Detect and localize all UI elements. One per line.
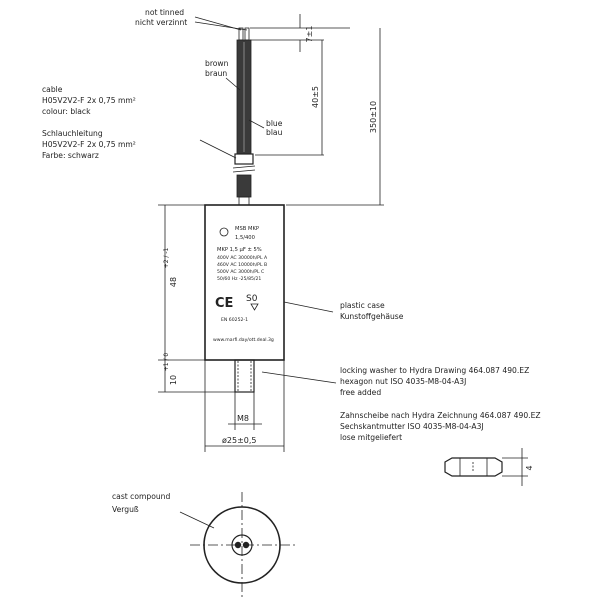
vde-mark-icon — [250, 303, 259, 311]
print-line-6: 500V AC 3000h/PL C — [217, 269, 264, 275]
s0-mark-icon: S0 — [246, 294, 258, 304]
print-line-7: 50/60 Hz -25/85/21 — [217, 276, 261, 282]
print-line-3: MKP 1,5 µF ± 5% — [217, 247, 262, 253]
dim-10: 10 — [169, 375, 178, 385]
dim-48-tol: +2 / -1 — [163, 247, 170, 268]
brand-logo-icon — [219, 227, 229, 237]
label-nicht-verzinnt: nicht verzinnt — [135, 18, 187, 27]
label-schlauchleitung: Schlauchleitung — [42, 129, 103, 138]
cable-sleeve — [234, 153, 254, 165]
m8-stud — [234, 359, 255, 393]
ce-mark-icon: CE — [215, 296, 233, 311]
dim-nut-4: 4 — [525, 465, 534, 470]
label-brown: brown — [205, 59, 229, 68]
dim-10-tol: +1 / 0 — [163, 353, 170, 372]
dim-7: 7±1 — [305, 26, 314, 43]
callout-case: plastic case Kunstoffgehäuse — [283, 301, 404, 321]
cable-entry-circle — [231, 534, 253, 556]
label-cast-compound: cast compound — [112, 492, 170, 501]
label-blue: blue — [266, 119, 283, 128]
label-plastic-case: plastic case — [340, 301, 385, 310]
wire-end-2 — [242, 541, 250, 549]
label-washer-de-3: lose mitgeliefert — [340, 433, 402, 442]
callout-wires: not tinned nicht verzinnt brown braun bl… — [42, 8, 283, 160]
cable-lower — [236, 174, 252, 198]
dim-dia25: ø25±0,5 — [222, 436, 257, 445]
print-line-4: 400V AC 30000h/PL A — [217, 255, 268, 261]
hex-nut-side-view: 4 — [444, 448, 534, 486]
label-washer-de-2: Sechskantmutter ISO 4035-M8-04-A3J — [340, 422, 484, 431]
break-line-2 — [232, 169, 256, 173]
top-view-outer-circle — [203, 506, 281, 584]
callout-washer: locking washer to Hydra Drawing 464.087 … — [261, 366, 541, 442]
label-farbe: Farbe: schwarz — [42, 151, 99, 160]
label-verguss: Verguß — [112, 505, 139, 514]
label-blau: blau — [266, 128, 283, 137]
print-line-9: www.marfi.day/ott.deal.3g — [213, 337, 274, 343]
label-cable-spec: H05V2V2-F 2x 0,75 mm² — [42, 96, 136, 105]
label-braun: braun — [205, 69, 227, 78]
top-view: cast compound Verguß — [112, 492, 296, 600]
dimensions-left: 48 +2 / -1 10 +1 / 0 — [158, 204, 235, 393]
label-kunststoff: Kunstoffgehäuse — [340, 312, 404, 321]
label-washer-2: hexagon nut ISO 4035-M8-04-A3J — [340, 377, 466, 386]
dim-350: 350±10 — [369, 101, 378, 133]
dim-40: 40±5 — [311, 86, 320, 108]
label-colour: colour: black — [42, 107, 91, 116]
print-line-5: 460V AC 10000h/PL B — [217, 262, 267, 268]
print-line-8: EN 60252-1 — [221, 317, 248, 323]
print-line-1: MSB MKP — [235, 226, 259, 232]
wire-end-1 — [234, 541, 242, 549]
label-washer-de-1: Zahnscheibe nach Hydra Zeichnung 464.087… — [340, 411, 541, 420]
break-line-1 — [232, 165, 256, 169]
cable-gland — [238, 196, 250, 206]
stud-thread — [234, 359, 255, 393]
dim-m8: M8 — [237, 414, 249, 423]
label-cable: cable — [42, 85, 63, 94]
label-washer-3: free added — [340, 388, 381, 397]
label-washer-1: locking washer to Hydra Drawing 464.087 … — [340, 366, 529, 375]
dim-48: 48 — [169, 277, 178, 287]
cable-assembly — [232, 27, 256, 206]
label-schlauch-spec: H05V2V2-F 2x 0,75 mm² — [42, 140, 136, 149]
dimensions-right: 7±1 40±5 350±10 — [250, 14, 384, 206]
label-not-tinned: not tinned — [145, 8, 184, 17]
print-line-2: 1,5/400 — [235, 235, 255, 241]
capacitor-body: MSB MKP 1,5/400 MKP 1,5 µF ± 5% 400V AC … — [204, 204, 285, 361]
